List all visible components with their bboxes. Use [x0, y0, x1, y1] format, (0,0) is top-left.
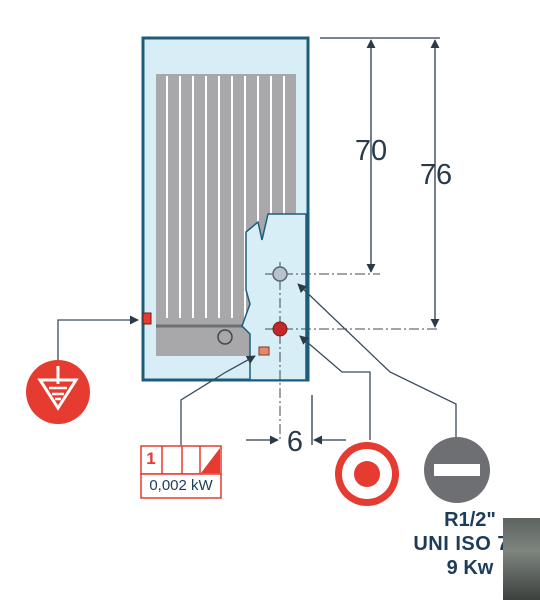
standard-label: UNI ISO 7/1 — [413, 533, 527, 555]
thread-label: R1/2" — [444, 509, 496, 531]
outlet-point — [272, 266, 288, 282]
dimension-70-label: 70 — [355, 135, 387, 167]
phase-count: 1 — [146, 449, 156, 468]
corner-thumbnail — [503, 518, 540, 600]
equipotential-terminal — [142, 312, 152, 325]
gas-inlet-icon — [335, 442, 399, 506]
knob — [217, 329, 233, 345]
cutaway-panel — [241, 213, 307, 381]
gas-inlet-point — [272, 321, 288, 337]
grill-bars — [166, 76, 285, 318]
dimension-6-label: 6 — [287, 426, 303, 458]
electrical-terminal — [258, 346, 270, 356]
leader-lines — [57, 283, 457, 445]
dimension-lines — [246, 37, 440, 445]
dimension-76-label: 76 — [420, 159, 452, 191]
no-entry-icon — [424, 437, 490, 503]
equipotential-icon — [26, 360, 90, 424]
power-label: 0,002 kW — [149, 477, 213, 494]
electrical-spec-box: 1 0,002 kW — [140, 445, 222, 499]
gas-connection-labels: R1/2" UNI ISO 7/1 9 Kw — [400, 508, 540, 580]
gas-power-label: 9 Kw — [446, 557, 494, 579]
